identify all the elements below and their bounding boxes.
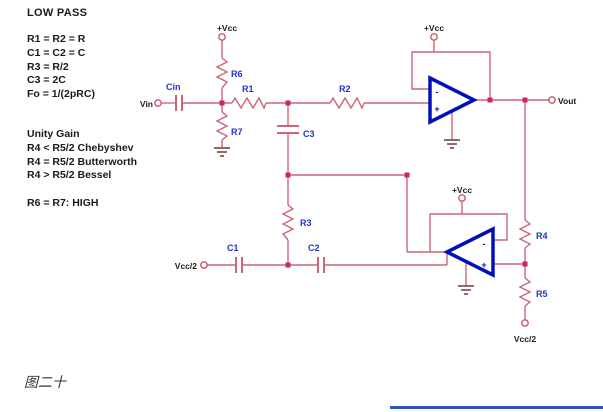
vcc-opamp2-terminal xyxy=(458,194,466,202)
vcc-opamp1-terminal xyxy=(430,33,438,41)
r7-label: R7 xyxy=(231,127,243,137)
equation-line: R3 = R/2 xyxy=(27,60,69,73)
opamp-1 xyxy=(428,75,478,125)
bottom-divider xyxy=(390,406,603,409)
r3-label: R3 xyxy=(300,218,312,228)
vout-label: Vout xyxy=(558,96,576,106)
junction-node xyxy=(522,261,528,267)
opamp-2 xyxy=(443,226,495,278)
r5-label: R5 xyxy=(536,289,548,299)
opamp1-minus-input-label: - xyxy=(436,87,439,97)
page-title: LOW PASS xyxy=(27,7,88,19)
vin-terminal xyxy=(154,99,162,107)
junction-node xyxy=(285,262,291,268)
vout-terminal xyxy=(548,96,556,104)
equation-line: C3 = 2C xyxy=(27,74,66,87)
capacitor-c3 xyxy=(277,125,299,134)
r2-label: R2 xyxy=(339,84,351,94)
equation-line: C1 = C2 = C xyxy=(27,46,86,59)
resistor-r5 xyxy=(518,277,532,307)
gain-option: R4 > R5/2 Bessel xyxy=(27,169,112,182)
vcc-half-bottom-terminal xyxy=(521,319,529,327)
gain-notes: Unity Gain R4 < R5/2 Chebyshev R4 = R5/2… xyxy=(27,128,137,183)
opamp2-feedback-loop xyxy=(429,213,508,252)
vcc-opamp2-label: +Vcc xyxy=(452,185,472,195)
capacitor-set xyxy=(175,95,325,273)
capacitor-c2 xyxy=(317,257,325,273)
ground-symbol-bias xyxy=(214,147,230,157)
resistor-r2 xyxy=(329,96,365,110)
vcc-opamp1-label: +Vcc xyxy=(424,23,444,33)
vcc-half-left-label: Vcc/2 xyxy=(175,261,197,271)
gain-option: R4 = R5/2 Butterworth xyxy=(27,155,137,168)
ground-symbol-opamp1 xyxy=(444,139,460,149)
junction-node xyxy=(487,97,493,103)
equation-line: Fo = 1/(2pRC) xyxy=(27,88,95,101)
resistor-set xyxy=(215,57,532,307)
gain-option: R4 < R5/2 Chebyshev xyxy=(27,141,134,154)
vcc-half-bottom-label: Vcc/2 xyxy=(514,334,536,344)
vcc-half-left-terminal xyxy=(200,261,208,269)
resistor-r1 xyxy=(231,96,267,110)
wire-set xyxy=(161,40,549,320)
figure-caption: 图二十 xyxy=(24,375,66,391)
capacitor-cin xyxy=(175,95,183,111)
opamp2-minus-input-label: - xyxy=(483,239,486,249)
vcc-top-terminal xyxy=(218,33,226,41)
c2-label: C2 xyxy=(308,243,320,253)
equation-list: R1 = R2 = R C1 = C2 = C R3 = R/2 C3 = 2C… xyxy=(27,33,95,102)
ground-symbol-opamp2 xyxy=(458,285,474,295)
equation-line: R1 = R2 = R xyxy=(27,33,86,45)
junction-node xyxy=(219,100,225,106)
bias-note: R6 = R7: HIGH xyxy=(27,197,99,209)
junction-node xyxy=(404,172,410,178)
terminal-set xyxy=(154,33,556,327)
resistor-r6 xyxy=(215,57,229,89)
gain-heading: Unity Gain xyxy=(27,128,80,140)
r4-label: R4 xyxy=(536,231,548,241)
cin-label: Cin xyxy=(166,82,181,92)
resistor-r3 xyxy=(281,204,295,241)
c3-label: C3 xyxy=(303,129,315,139)
junction-set xyxy=(219,97,528,268)
r1-label: R1 xyxy=(242,84,254,94)
opamp1-feedback-loop xyxy=(411,51,491,100)
vin-label: Vin xyxy=(140,99,153,109)
resistor-r7 xyxy=(215,111,229,141)
opamp1-plus-input-label: + xyxy=(434,104,439,114)
vcc-top-label: +Vcc xyxy=(217,23,237,33)
resistor-r4 xyxy=(518,219,532,249)
opamp2-plus-input-label: + xyxy=(481,260,486,270)
junction-node xyxy=(285,172,291,178)
c1-label: C1 xyxy=(227,243,239,253)
r6-label: R6 xyxy=(231,69,243,79)
capacitor-c1 xyxy=(235,257,243,273)
junction-node xyxy=(285,100,291,106)
junction-node xyxy=(522,97,528,103)
ground-set xyxy=(214,139,474,295)
